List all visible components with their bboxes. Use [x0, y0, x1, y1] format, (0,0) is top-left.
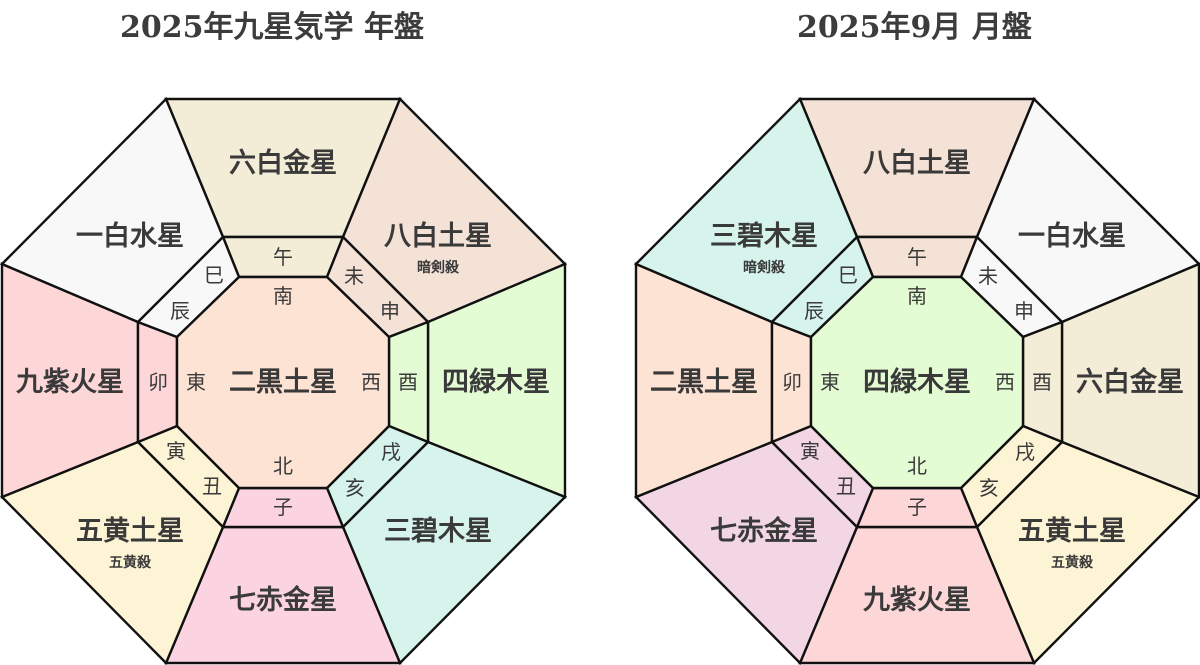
month-branch-si: 巳 — [838, 263, 858, 287]
year-star-ne: 五黄土星 — [76, 516, 184, 547]
year-branch-shen: 申 — [380, 299, 400, 323]
year-branch-si: 巳 — [204, 263, 224, 287]
month-star-nw: 五黄土星 — [1018, 516, 1126, 547]
month-branch-wei: 未 — [978, 264, 998, 288]
month-star-w: 六白金星 — [1076, 366, 1184, 398]
year-star-s: 六白金星 — [229, 147, 337, 179]
month-branch-mao: 卯 — [782, 370, 802, 394]
year-branch-yin: 寅 — [166, 439, 186, 463]
month-dir-south: 南 — [907, 284, 927, 308]
month-dir-east: 東 — [820, 370, 840, 394]
month-star-e: 二黒土星 — [650, 367, 758, 398]
year-dir-east: 東 — [186, 370, 206, 394]
year-branch-chou: 丑 — [202, 474, 222, 498]
month-note-nw: 五黄殺 — [1051, 554, 1094, 571]
month-branch-yin: 寅 — [800, 439, 820, 463]
year-branch-zi: 子 — [273, 495, 293, 519]
year-branch-chen: 辰 — [170, 299, 190, 323]
month-note-se: 暗剣殺 — [743, 259, 786, 276]
month-branch-hai: 亥 — [979, 476, 999, 500]
month-dir-north: 北 — [907, 454, 927, 478]
year-note-ne: 五黄殺 — [109, 554, 152, 571]
month-center — [809, 275, 1025, 490]
year-branch-wei: 未 — [344, 264, 364, 288]
month-branch-wu: 午 — [907, 245, 927, 269]
month-star-sw: 一白水星 — [1018, 220, 1126, 252]
year-chart-title: 2025年九星気学 年盤 — [120, 10, 424, 45]
month-chart: 八白土星 一白水星 六白金星 五黄土星 五黄殺 九紫火星 七赤金星 二黒土星 三… — [633, 96, 1200, 665]
month-branch-you: 酉 — [1032, 370, 1052, 394]
year-dir-north: 北 — [273, 454, 293, 478]
year-star-e: 九紫火星 — [16, 367, 124, 398]
year-star-sw: 八白土星 — [384, 220, 492, 252]
year-branch-xu: 戌 — [381, 440, 401, 464]
year-star-se: 一白水星 — [76, 220, 184, 252]
month-branch-zi: 子 — [907, 495, 927, 519]
month-branch-chen: 辰 — [804, 299, 824, 323]
month-branch-xu: 戌 — [1015, 440, 1035, 464]
month-star-ne: 七赤金星 — [710, 515, 818, 547]
month-branch-chou: 丑 — [836, 474, 856, 498]
month-star-se: 三碧木星 — [710, 221, 818, 252]
year-star-w: 四緑木星 — [442, 366, 550, 398]
year-star-nw: 三碧木星 — [384, 516, 492, 547]
month-center-star: 四緑木星 — [863, 366, 971, 398]
year-chart: 六白金星 八白土星 暗剣殺 四緑木星 三碧木星 七赤金星 五黄土星 五黄殺 九紫… — [0, 96, 568, 665]
year-dir-west: 西 — [361, 370, 381, 394]
year-branch-you: 酉 — [398, 370, 418, 394]
month-branch-shen: 申 — [1014, 299, 1034, 323]
year-branch-mao: 卯 — [148, 370, 168, 394]
month-dir-west: 西 — [995, 370, 1015, 394]
month-star-n: 九紫火星 — [863, 585, 971, 616]
year-center — [175, 275, 391, 490]
year-branch-wu: 午 — [273, 245, 293, 269]
year-note-sw: 暗剣殺 — [417, 259, 460, 276]
year-center-star: 二黒土星 — [229, 367, 337, 398]
month-star-s: 八白土星 — [863, 147, 971, 179]
year-branch-hai: 亥 — [345, 476, 365, 500]
year-dir-south: 南 — [273, 284, 293, 308]
year-star-n: 七赤金星 — [229, 584, 337, 616]
month-chart-title: 2025年9月 月盤 — [797, 10, 1032, 45]
